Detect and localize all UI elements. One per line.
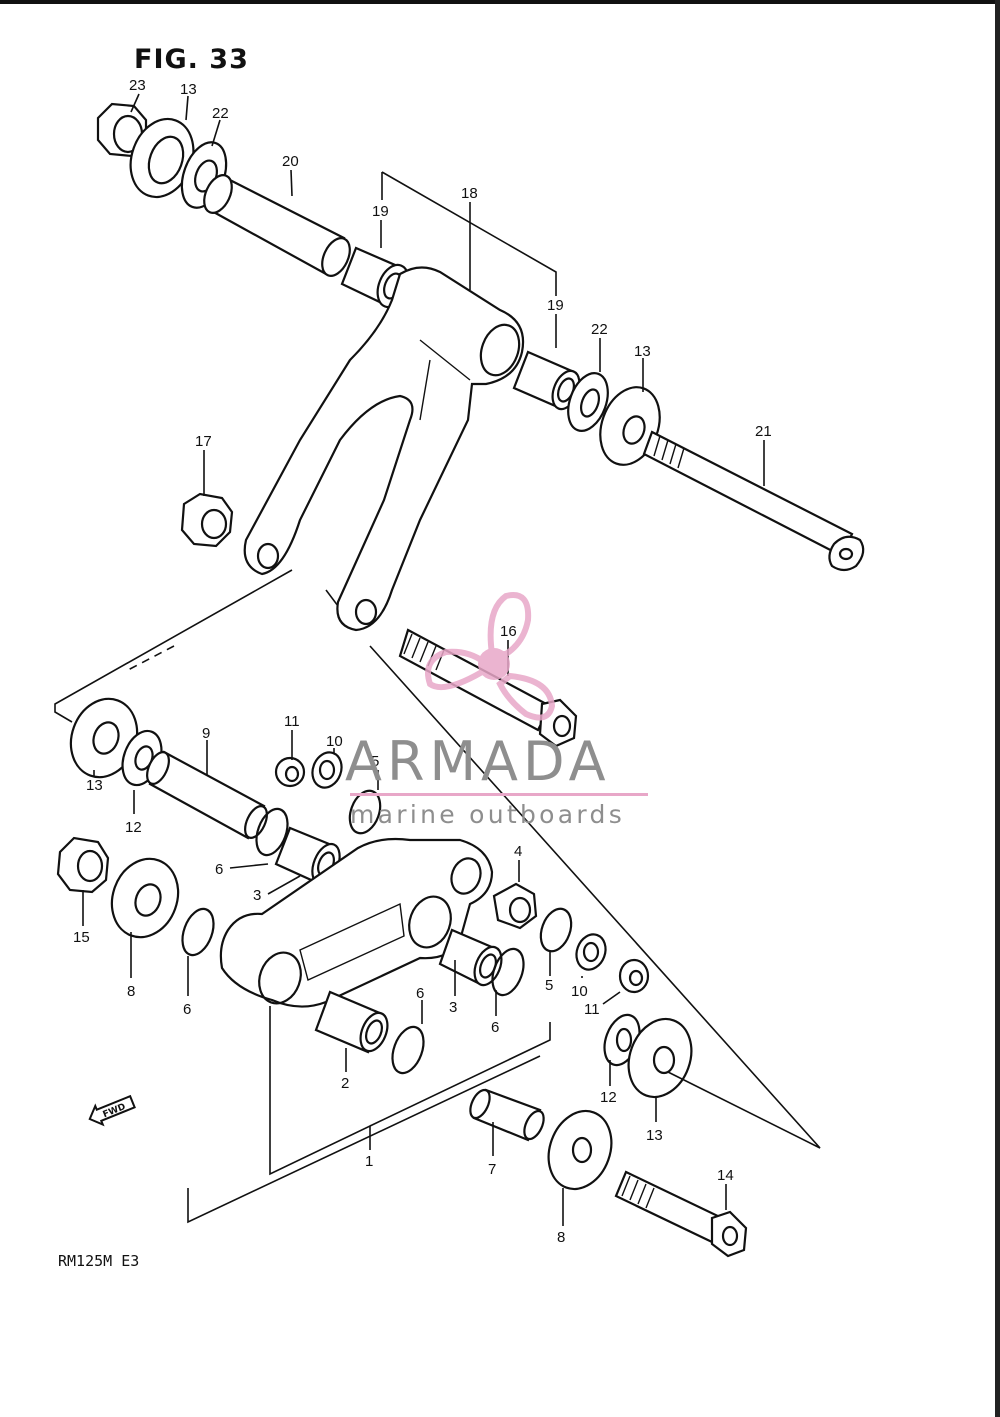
- part-1-cushion-rod: [219, 837, 494, 1008]
- part-11-collar-right: [618, 958, 650, 994]
- part-15-nut: [56, 836, 110, 894]
- part-6-circlip-a: [255, 807, 289, 857]
- label-22: 22: [591, 321, 608, 338]
- label-17: 17: [195, 433, 212, 450]
- part-11-collar-top: [274, 756, 306, 788]
- label-11: 11: [284, 713, 300, 730]
- label-12: 12: [600, 1089, 617, 1106]
- label-2: 2: [341, 1075, 349, 1092]
- label-6: 6: [416, 985, 424, 1002]
- part-16-bolt: [398, 628, 578, 748]
- part-5-ring-top: [348, 789, 382, 835]
- label-3: 3: [253, 887, 261, 904]
- leader-lines: [54, 93, 821, 1226]
- part-6-circlip-c: [491, 947, 525, 997]
- label-12: 12: [125, 819, 142, 836]
- label-5: 5: [545, 977, 553, 994]
- label-8: 8: [127, 983, 135, 1000]
- propeller-logo-icon: [425, 592, 556, 721]
- part-13-washer-lower-right: [627, 1017, 693, 1099]
- label-22: 22: [212, 105, 229, 122]
- part-9-spacer: [146, 750, 268, 840]
- label-3: 3: [449, 999, 457, 1016]
- part-17-nut: [180, 492, 234, 548]
- part-21-long-bolt: [642, 430, 865, 572]
- label-5: 5: [371, 753, 379, 770]
- part-14-bolt: [614, 1170, 748, 1258]
- label-18: 18: [461, 185, 478, 202]
- label-13: 13: [634, 343, 651, 360]
- part-20-spacer: [203, 174, 351, 277]
- figure-title: FIG. 33: [134, 44, 249, 75]
- label-19: 19: [372, 203, 389, 220]
- part-18-cushion-lever: [243, 266, 525, 632]
- label-6: 6: [491, 1019, 499, 1036]
- part-number-labels: 23 13 22 20 18 19 19 22 13 21 17 16 11 1…: [73, 77, 772, 1246]
- label-8: 8: [557, 1229, 565, 1246]
- part-10-seal-right: [575, 933, 607, 971]
- part-6-circlip-b: [181, 907, 215, 957]
- label-6: 6: [215, 861, 223, 878]
- part-4-collar: [492, 882, 538, 930]
- label-7: 7: [488, 1161, 496, 1178]
- part-10-seal-top: [311, 751, 343, 789]
- label-10: 10: [326, 733, 343, 750]
- part-8-washer-left: [110, 857, 180, 939]
- part-2-bearing: [314, 990, 389, 1054]
- label-21: 21: [755, 423, 772, 440]
- label-13: 13: [646, 1127, 663, 1144]
- label-16: 16: [500, 623, 517, 640]
- part-22-washer-right: [567, 372, 609, 432]
- label-23: 23: [129, 77, 146, 94]
- part-5-ring-right: [539, 907, 573, 953]
- fwd-label: FWD: [102, 1102, 128, 1120]
- label-19: 19: [547, 297, 564, 314]
- label-13: 13: [86, 777, 103, 794]
- label-6: 6: [183, 1001, 191, 1018]
- part-8-washer-lower: [547, 1109, 613, 1191]
- watermark-tagline: marine outboards: [350, 800, 626, 829]
- label-1: 1: [365, 1153, 373, 1170]
- model-code: RM125M E3: [58, 1252, 140, 1270]
- label-10: 10: [571, 983, 588, 1000]
- part-7-spacer: [469, 1088, 545, 1142]
- fwd-arrow: FWD: [88, 1094, 136, 1127]
- watermark-divider: [350, 793, 648, 796]
- part-3-bearing-right: [438, 928, 503, 987]
- label-15: 15: [73, 929, 90, 946]
- part-6-circlip-d: [391, 1025, 425, 1075]
- label-13: 13: [180, 81, 197, 98]
- label-14: 14: [717, 1167, 734, 1184]
- label-9: 9: [202, 725, 210, 742]
- label-20: 20: [282, 153, 299, 170]
- watermark-name: ARMADA: [345, 730, 611, 793]
- label-4: 4: [514, 843, 522, 860]
- label-11: 11: [584, 1001, 600, 1018]
